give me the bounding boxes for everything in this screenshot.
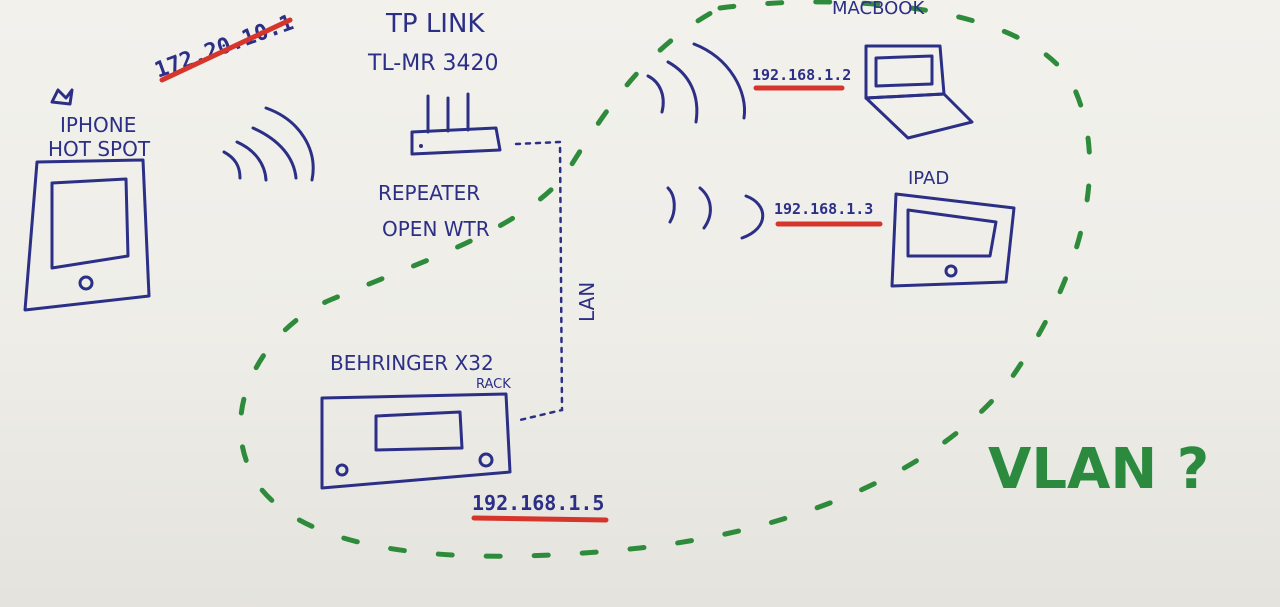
- phone-screen: [50, 177, 130, 270]
- phone-home-button: [78, 275, 94, 291]
- vlan-question-label: VLAN ?: [988, 437, 1209, 502]
- lan-label: LAN: [575, 282, 599, 322]
- iphone-label: IPHONE: [60, 113, 136, 137]
- mixer-ip-label: 192.168.1.5: [472, 491, 604, 515]
- hotspot-label: HOT SPOT: [48, 137, 151, 161]
- tablet-screen: [906, 208, 998, 258]
- macbook-ip-label: 192.168.1.2: [752, 66, 851, 84]
- ipad: IPAD 192.168.1.3: [666, 168, 1016, 288]
- tablet-icon: [890, 192, 1016, 288]
- router-mode-label: REPEATER: [378, 181, 480, 205]
- laptop-base: [864, 92, 974, 140]
- router-led: [419, 144, 423, 148]
- router-model-label: TL-MR 3420: [367, 51, 499, 76]
- laptop-screen: [874, 54, 934, 88]
- iphone-scribble-icon: [50, 88, 74, 106]
- iphone-hotspot: IPHONE HOT SPOT 172.20.10.1: [23, 10, 315, 312]
- mixer-knob-left: [335, 463, 349, 477]
- router-firmware-label: OPEN WTR: [382, 217, 490, 241]
- mixer-icon: [320, 392, 512, 490]
- macbook: MACBOOK 192.168.1.2: [646, 0, 974, 140]
- mixer-display: [374, 410, 464, 452]
- router-icon: [410, 126, 502, 156]
- router-brand-label: TP LINK: [385, 9, 485, 39]
- iphone-ip-underline: [159, 17, 293, 83]
- mixer-ip-underline: [471, 515, 609, 523]
- mixer-name-label: BEHRINGER X32: [330, 351, 494, 375]
- ipad-ip-label: 192.168.1.3: [774, 200, 873, 218]
- lan-cable: [514, 140, 564, 422]
- mixer-sub-label: RACK: [476, 377, 511, 392]
- behringer-mixer: BEHRINGER X32 RACK 192.168.1.5: [320, 351, 609, 523]
- mixer-knob-right: [478, 452, 494, 468]
- ipad-wifi-icon: [666, 186, 765, 240]
- tplink-router: TP LINK TL-MR 3420 REPEATER OPEN WTR: [367, 9, 502, 241]
- macbook-wifi-icon: [646, 42, 747, 124]
- vlan-boundary: [238, 0, 1093, 559]
- hotspot-wifi-icon: [222, 106, 315, 182]
- macbook-label: MACBOOK: [832, 0, 925, 19]
- tablet-home-button: [944, 264, 958, 278]
- ipad-label: IPAD: [908, 168, 949, 189]
- phone-icon: [23, 158, 151, 312]
